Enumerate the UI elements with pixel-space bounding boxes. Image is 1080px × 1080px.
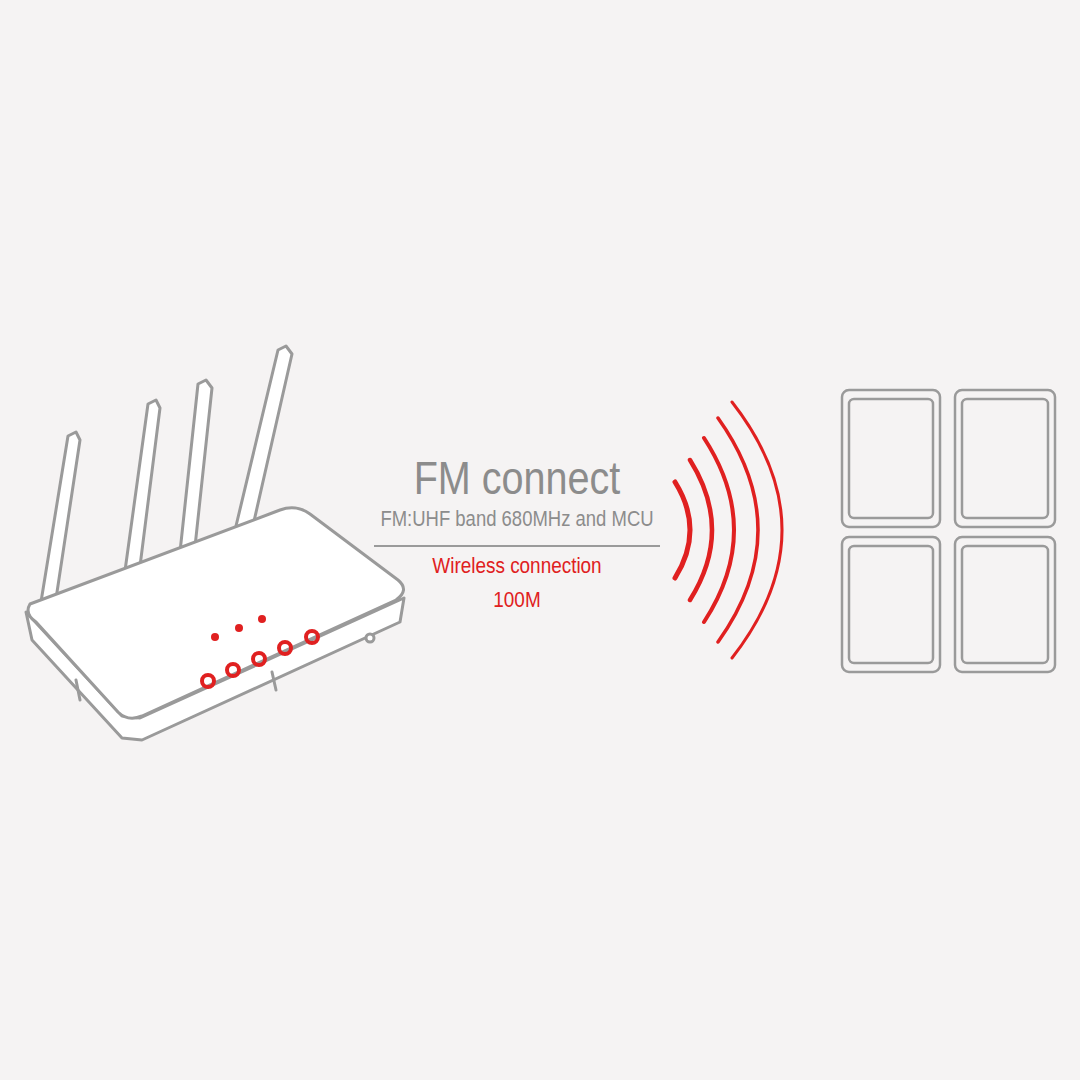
device-grid — [842, 390, 1055, 672]
led-ring — [306, 631, 318, 643]
wave-arc — [690, 460, 712, 600]
led-ring — [227, 664, 239, 676]
antenna — [180, 380, 212, 556]
led-dot — [258, 615, 266, 623]
router-leds — [211, 615, 266, 641]
divider-line — [374, 545, 660, 547]
wave-arc — [732, 402, 782, 658]
led-ring — [202, 675, 214, 687]
heading: FM connect — [414, 453, 621, 504]
device-outer — [842, 537, 940, 672]
led-ring — [279, 642, 291, 654]
connection-text: Wireless connection — [432, 554, 601, 578]
led-ring — [253, 653, 265, 665]
device-inner — [962, 399, 1048, 518]
router-top — [28, 508, 404, 719]
device-inner — [849, 546, 933, 663]
led-dot — [211, 633, 219, 641]
device-outer — [955, 390, 1055, 527]
router-seam — [272, 672, 276, 690]
antenna — [124, 400, 160, 582]
range-text: 100M — [493, 588, 540, 612]
antenna — [40, 432, 80, 612]
device-inner — [962, 546, 1048, 663]
router-illustration — [26, 346, 404, 740]
router-port — [366, 634, 374, 642]
wave-arc — [718, 418, 758, 642]
wave-arc — [675, 482, 690, 578]
signal-waves — [675, 402, 782, 658]
device-outer — [842, 390, 940, 527]
wave-arc — [704, 438, 734, 622]
device-outer — [955, 537, 1055, 672]
antenna — [236, 346, 292, 530]
device-inner — [849, 399, 933, 518]
led-dot — [235, 624, 243, 632]
router-seam — [76, 680, 80, 700]
spec-text: FM:UHF band 680MHz and MCU — [380, 507, 653, 531]
router-buttons — [202, 631, 318, 687]
